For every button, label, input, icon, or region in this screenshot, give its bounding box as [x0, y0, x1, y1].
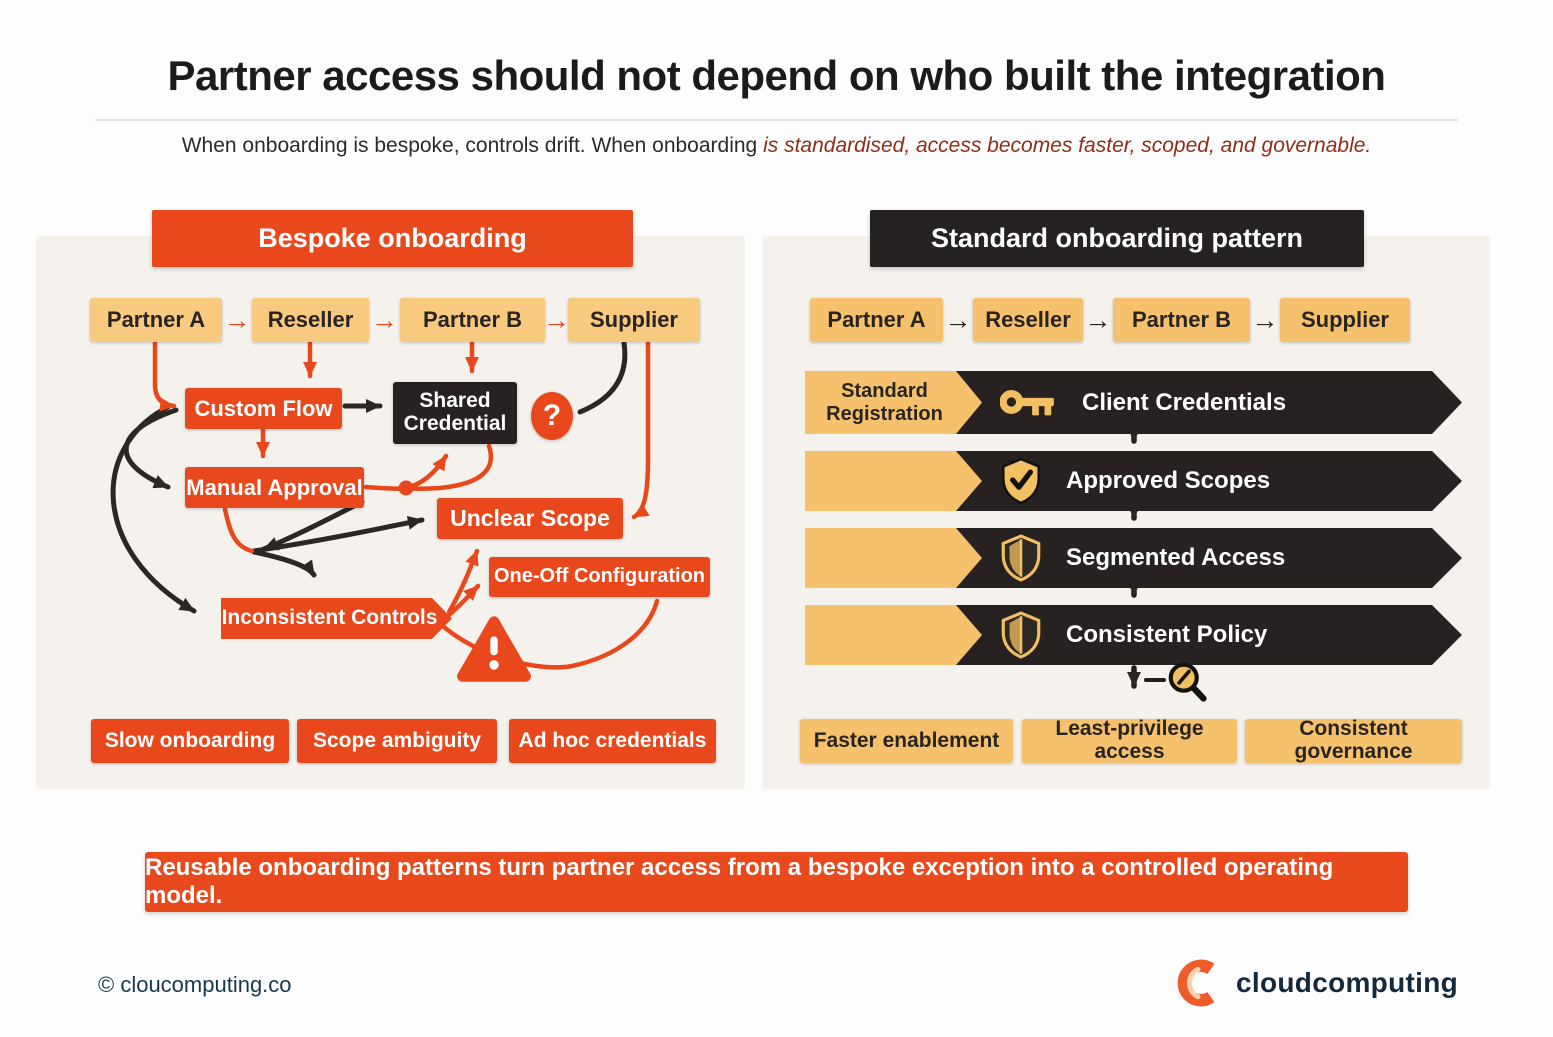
shield-check-icon — [1000, 457, 1042, 505]
chain-reseller: Reseller — [252, 298, 369, 342]
outcome-slow-onboarding: Slow onboarding — [91, 719, 289, 763]
step-side-chevron — [805, 605, 982, 665]
brand-logo: cloudcomputing — [1176, 958, 1458, 1008]
node-shared-credential: Shared Credential — [393, 382, 517, 444]
chain-arrow-icon: → — [543, 304, 570, 335]
outcome-ad-hoc-credentials: Ad hoc credentials — [509, 719, 716, 763]
step-label: Approved Scopes — [1066, 467, 1271, 494]
brand-c-icon — [1176, 958, 1226, 1008]
step-side-label: Standard Registration — [826, 380, 943, 425]
copyright-text: © cloucomputing.co — [98, 972, 292, 997]
node-inconsistent-controls: Inconsistent Controls — [221, 598, 452, 639]
magnifier-icon — [1166, 660, 1214, 712]
step-side-chevron — [805, 451, 982, 511]
chain-arrow-icon: → — [1251, 304, 1279, 335]
bespoke-panel-title: Bespoke onboarding — [152, 210, 633, 267]
shield-icon — [1000, 534, 1042, 582]
outcome-consistent-governance: Consistent governance — [1245, 717, 1462, 763]
chain-partner-b: Partner B — [1113, 298, 1250, 342]
page-title: Partner access should not depend on who … — [167, 52, 1386, 99]
key-icon — [1000, 387, 1058, 419]
node-custom-flow: Custom Flow — [185, 388, 342, 429]
chain-arrow-icon: → — [1084, 304, 1112, 335]
takeaway-banner: Reusable onboarding patterns turn partne… — [145, 852, 1408, 912]
subtitle: When onboarding is bespoke, controls dri… — [0, 134, 1553, 158]
chain-supplier: Supplier — [568, 298, 700, 342]
chain-supplier: Supplier — [1280, 298, 1410, 342]
chain-arrow-icon: → — [223, 304, 251, 335]
node-manual-approval: Manual Approval — [185, 467, 364, 508]
step-label: Client Credentials — [1082, 388, 1287, 416]
shield-icon — [1000, 611, 1042, 659]
chain-partner-a: Partner A — [810, 298, 943, 342]
step-side-standard-registration: Standard Registration — [805, 371, 982, 434]
chain-partner-b: Partner B — [400, 298, 545, 342]
step-label: Consistent Policy — [1066, 621, 1268, 648]
step-bar-client-credentials: Client Credentials — [952, 371, 1462, 434]
step-label: Segmented Access — [1066, 544, 1286, 571]
chain-arrow-icon: → — [371, 304, 398, 335]
standard-panel-title: Standard onboarding pattern — [870, 210, 1364, 267]
title-divider — [95, 119, 1458, 121]
step-bar-consistent-policy: Consistent Policy — [952, 605, 1462, 665]
brand-name: cloudcomputing — [1236, 967, 1458, 998]
subtitle-emphasis: is standardised, access becomes faster, … — [757, 134, 1372, 157]
subtitle-plain: When onboarding is bespoke, controls dri… — [181, 134, 758, 157]
outcome-faster-enablement: Faster enablement — [800, 719, 1013, 763]
chain-partner-a: Partner A — [90, 298, 222, 342]
step-side-chevron — [805, 528, 982, 588]
node-unclear-scope: Unclear Scope — [437, 498, 623, 539]
step-bar-approved-scopes: Approved Scopes — [952, 451, 1462, 511]
outcome-least-privilege-access: Least-privilege access — [1022, 717, 1237, 763]
chain-arrow-icon: → — [944, 304, 972, 335]
warning-icon — [456, 614, 532, 684]
chain-reseller: Reseller — [973, 298, 1083, 342]
step-bar-segmented-access: Segmented Access — [952, 528, 1462, 588]
outcome-scope-ambiguity: Scope ambiguity — [297, 719, 497, 763]
node-one-off-configuration: One-Off Configuration — [489, 557, 710, 597]
question-icon: ? — [531, 392, 573, 440]
